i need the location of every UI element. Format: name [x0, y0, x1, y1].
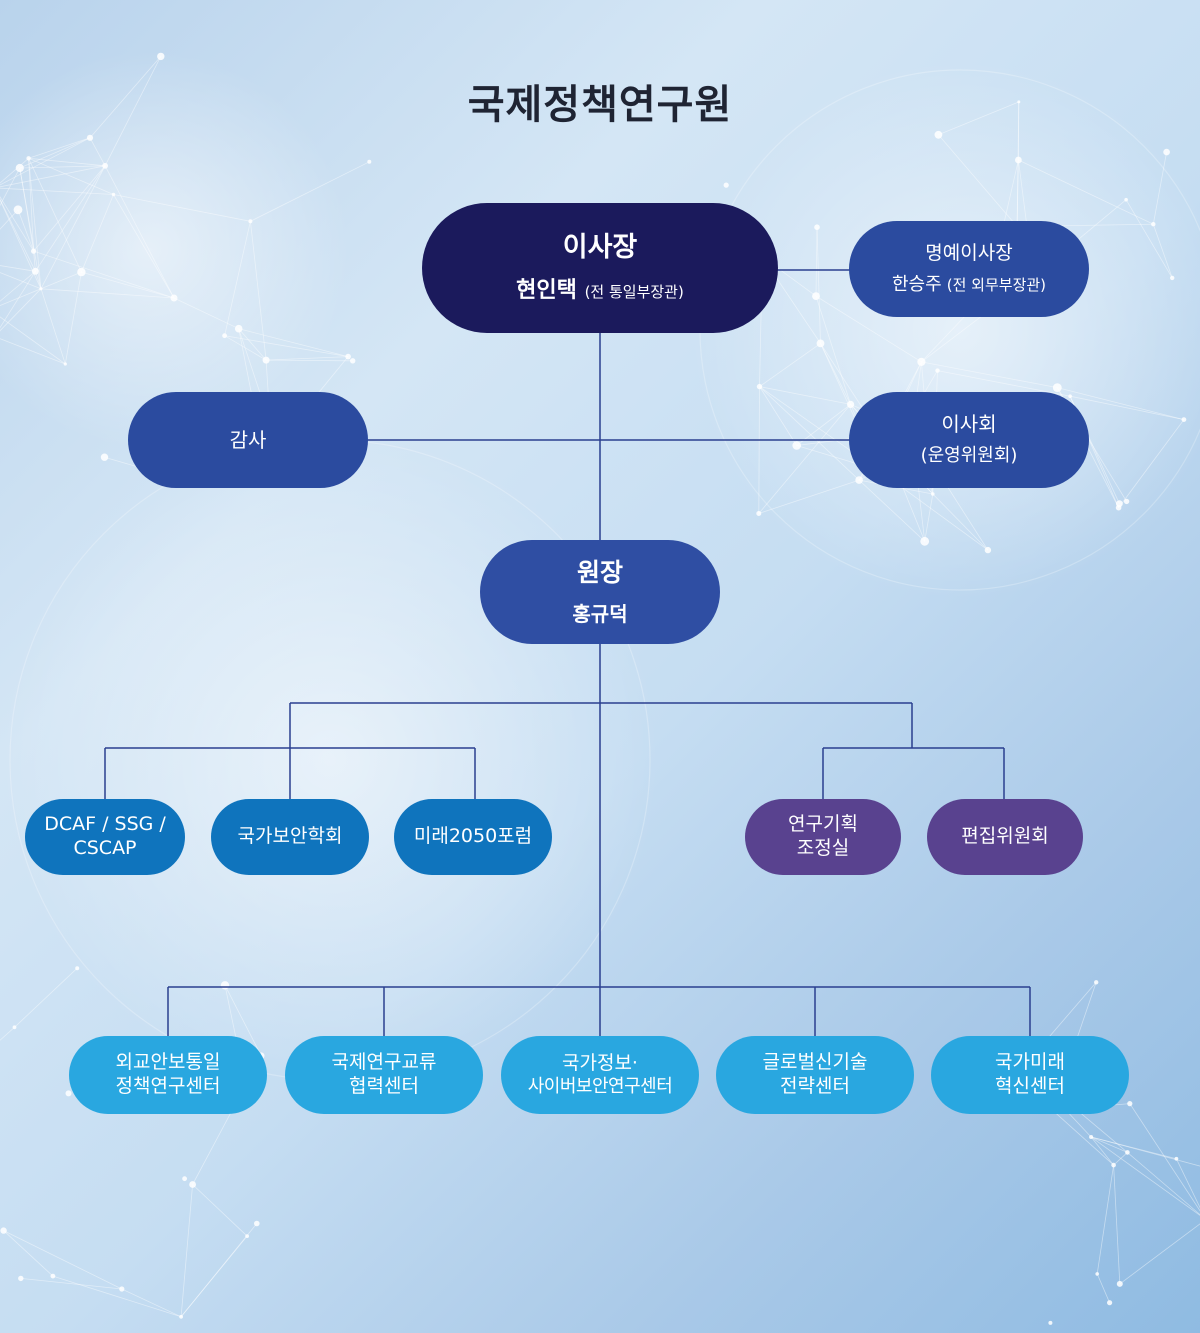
- unit-editorial-committee[interactable]: 편집위원회: [927, 799, 1083, 875]
- center-line2: 전략센터: [780, 1075, 850, 1097]
- unit-line2: CSCAP: [73, 837, 137, 859]
- center-line1: 국가정보·: [562, 1051, 638, 1074]
- auditor-node[interactable]: 감사: [128, 392, 368, 488]
- page-title: 국제정책연구원: [467, 82, 733, 128]
- board-line1: 이사회: [941, 412, 997, 437]
- chairman-role: 이사장: [562, 232, 638, 264]
- unit-line2: 조정실: [796, 837, 850, 859]
- director-node[interactable]: 원장 홍규덕: [480, 540, 720, 644]
- unit-line1: 연구기획: [788, 813, 858, 836]
- board-line2: (운영위원회): [920, 445, 1018, 467]
- center-diplomacy-security-unification[interactable]: 외교안보통일 정책연구센터: [69, 1036, 267, 1114]
- honorary-chairman-node[interactable]: 명예이사장 한승주 (전 외무부장관): [849, 221, 1089, 317]
- center-line1: 국가미래: [995, 1051, 1065, 1074]
- director-role: 원장: [576, 557, 623, 587]
- director-name: 홍규덕: [572, 602, 628, 627]
- center-line2: 혁신센터: [995, 1075, 1065, 1097]
- center-line2: 정책연구센터: [115, 1075, 221, 1097]
- center-intelligence-cybersecurity[interactable]: 국가정보· 사이버보안연구센터: [501, 1036, 699, 1114]
- auditor-label: 감사: [229, 427, 267, 452]
- honorary-chairman-note: (전 외무부장관): [946, 275, 1047, 294]
- center-national-future-innovation[interactable]: 국가미래 혁신센터: [931, 1036, 1129, 1114]
- unit-line1: DCAF / SSG /: [44, 813, 166, 836]
- unit-label: 미래2050포럼: [413, 825, 533, 848]
- honorary-chairman-role: 명예이사장: [925, 241, 1013, 264]
- center-global-emerging-tech[interactable]: 글로벌신기술 전략센터: [716, 1036, 914, 1114]
- center-line2: 사이버보안연구센터: [527, 1075, 673, 1097]
- unit-future-2050-forum[interactable]: 미래2050포럼: [394, 799, 552, 875]
- center-line1: 국제연구교류: [331, 1051, 437, 1074]
- unit-dcaf-ssg-cscap[interactable]: DCAF / SSG / CSCAP: [25, 799, 185, 875]
- chairman-node[interactable]: 이사장 현인택 (전 통일부장관): [422, 203, 778, 333]
- honorary-chairman-name: 한승주: [891, 273, 942, 295]
- chairman-name: 현인택: [516, 278, 577, 304]
- center-line1: 글로벌신기술: [762, 1051, 868, 1074]
- center-line2: 협력센터: [349, 1075, 419, 1097]
- unit-label: 국가보안학회: [237, 825, 343, 848]
- board-node[interactable]: 이사회 (운영위원회): [849, 392, 1089, 488]
- unit-label: 편집위원회: [961, 825, 1049, 848]
- chairman-note: (전 통일부장관): [584, 283, 684, 302]
- center-international-exchange[interactable]: 국제연구교류 협력센터: [285, 1036, 483, 1114]
- unit-research-planning-office[interactable]: 연구기획 조정실: [745, 799, 901, 875]
- center-line1: 외교안보통일: [115, 1051, 221, 1074]
- unit-national-security-society[interactable]: 국가보안학회: [211, 799, 369, 875]
